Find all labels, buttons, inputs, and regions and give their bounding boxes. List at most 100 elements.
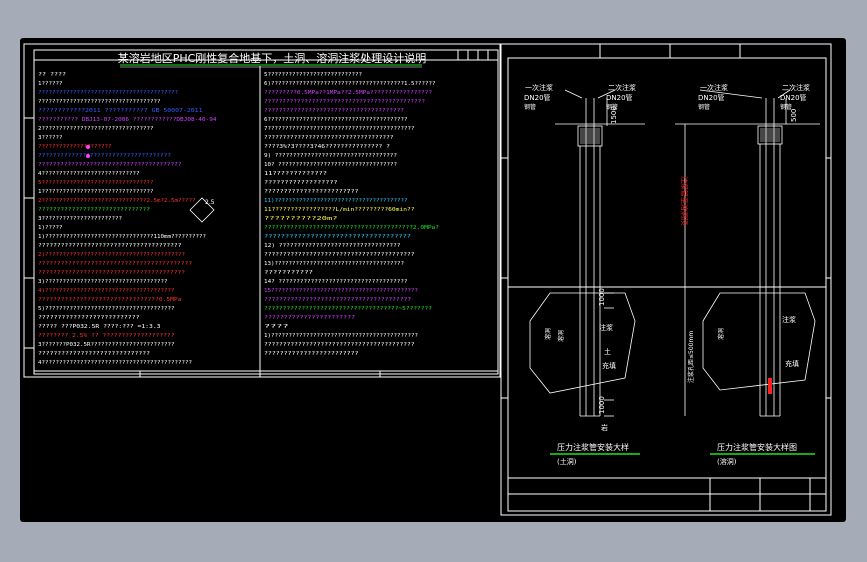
left-sheet (23, 43, 501, 378)
note-line: 2???????????????????????????????? (38, 126, 154, 132)
note-line: ????????????????????????????????????~5??… (264, 306, 432, 312)
note-line: 9) ?????????????????????????????????? (264, 153, 397, 159)
label-pipe1-spec-left: DN20管 (524, 93, 551, 102)
note-line: ??????????????????????????????????? (38, 99, 161, 105)
label-pipe1-sub-left: 钢管 (524, 103, 536, 111)
note-line: 4)????????????????????????????????????? (38, 288, 175, 294)
note-line: 2)??????????????????????????????????????… (38, 252, 185, 258)
label-pipe1-left: 一次注浆 (525, 83, 553, 92)
note-line: ???????????????????????????????????????? (264, 252, 415, 258)
label-grout-left: 注浆 (599, 323, 613, 332)
label-pipe1-spec-right: DN20管 (698, 93, 725, 102)
note-line: 3??????????????????????? (38, 216, 122, 222)
note-line: 3?????? (38, 135, 63, 141)
label-fill-left: 充填 (602, 361, 616, 370)
note-line: ????????????????????? (38, 144, 112, 150)
note-line: ??????????????????????????????????? (264, 234, 411, 240)
dim-top-right: 500 (790, 109, 798, 122)
note-line: 15??????????????????????????????????????… (264, 288, 418, 294)
note-line: ???? (264, 324, 289, 330)
note-line: 5??????????????????????????? (264, 72, 362, 78)
detail-title-left: 压力注浆管安装大样 (557, 442, 629, 452)
note-line: ????? ???P032.5R ????:??? =1:3.3 (38, 324, 161, 330)
note-line: ????????????????????????????????????????… (264, 225, 439, 231)
note-line: ????????????????????????????????????????… (264, 99, 425, 105)
label-pipe2-spec-left: DN20管 (606, 93, 633, 102)
note-line: ??????????? (264, 270, 313, 276)
label-rock-left: 岩 (601, 423, 608, 432)
note-line: 11?????????????????L/min?????????60min?? (264, 207, 415, 213)
note-line: 1)??????????????????????????????????????… (264, 333, 418, 339)
cad-viewport[interactable]: 某溶岩地区PHC刚性复合地基下，土洞、溶洞注浆处理设计说明 ?? ????1??… (20, 38, 846, 522)
note-line: 12) ????????????????????????????????? (264, 243, 401, 249)
note-line: ???????????????????????????????????????? (264, 342, 415, 348)
label-pipe2-sub-right: 钢管 (780, 103, 792, 111)
label-pipe2-sub-left: 钢管 (606, 103, 618, 111)
design-notes-left: ?? ???? 1????????????????????????????????… (38, 72, 217, 366)
label-soil-left: 土 (604, 347, 611, 356)
note-line: ??????????????????????????????????????? (38, 270, 185, 276)
note-line: 3???????P032.5R???????????????????????? (38, 342, 175, 348)
note-line: ????????????????????????????????0.5MPa (38, 297, 182, 303)
pile-detail-soil-cave (529, 89, 645, 417)
label-cave2-left: 溶洞 (557, 330, 565, 342)
pile-cap-hatch-left (580, 128, 600, 144)
dim-side-right: 注浆孔距≤500mm (687, 331, 695, 383)
note-line: 1)???????????????????????????????110mm??… (38, 234, 206, 240)
note-line: 10? ?????????????????????????????????? (264, 162, 397, 168)
note-line: ?????????0.5MPa??1MPa??2.5MPa???????????… (264, 90, 432, 96)
red-marker-right (768, 378, 772, 394)
note-line: ????3%?3????3?46??????????????? ? (264, 144, 390, 150)
note-line: 6)??????????????????????????????????????… (264, 81, 436, 87)
dim-top-left: 1500 (610, 106, 618, 124)
note-line: 5???????????????????????????????? (38, 180, 154, 186)
note-line: ???????????????????????????????????????? (38, 90, 178, 96)
note-line: 1???????????????????????????????? (38, 189, 154, 195)
detail-subtitle-right: (溶洞) (717, 457, 737, 466)
label-fill-right: 充填 (785, 359, 799, 368)
cad-drawing-canvas[interactable]: 某溶岩地区PHC刚性复合地基下，土洞、溶洞注浆处理设计说明 ?? ????1??… (20, 38, 846, 522)
label-pipe2-left: 二次注浆 (608, 83, 636, 92)
note-line: ????????????????????????????? (38, 351, 150, 357)
note-line: ??????????20m? (264, 216, 338, 222)
note-line: ?????????????????????????????? (38, 207, 150, 213)
note-line: ????????????2011 ??????????? GB 50007-20… (38, 108, 203, 114)
note-line: 4???????????????????????????????????????… (38, 360, 192, 366)
note-line: ???????????????????????????????????? (38, 153, 171, 159)
label-pipe2-right: 二次注浆 (782, 83, 810, 92)
note-line: ??????????????????????????????????????? (38, 162, 182, 168)
note-line: 11)?????????????????????????????????????… (264, 198, 408, 204)
dim-bot-left: 1000 (598, 396, 606, 414)
note-line: ??????????? DBJ13-07-2006 ????????????DB… (38, 117, 217, 123)
pile-detail-karst-cave (675, 89, 820, 417)
label-pipe2-spec-right: DN20管 (780, 93, 807, 102)
detail-subtitle-left: (土洞) (557, 457, 577, 466)
note-line: ???????????????????????? (264, 351, 359, 357)
note-line: ???????? 2.5% ?? ??????????????????? (38, 333, 175, 339)
label-pipe1-right: 一次注浆 (700, 83, 728, 92)
note-line: ?? ???? (38, 72, 66, 78)
label-grout-right: 注浆 (782, 315, 796, 324)
dim-mid-left: 1000 (598, 288, 606, 306)
bullet-dot-1 (86, 145, 90, 149)
svg-text:2.5: 2.5 (205, 199, 215, 206)
pile-cap-hatch-right (760, 128, 780, 142)
bullet-dot-2 (86, 154, 90, 158)
right-sheet (500, 43, 832, 516)
note-line: ?????????????????????7?? (264, 189, 359, 195)
note-line: 2??????????????????????????????2.5m?2.5m… (38, 198, 196, 204)
diamond-detail: 2.5 (189, 197, 215, 223)
design-notes-right: 5??????????????????????????? 6)??????????… (264, 72, 439, 357)
label-cave-left: 溶洞 (544, 328, 552, 340)
note-line: ??????????????????????? (264, 315, 355, 321)
note-line: 5)????????????????????????????????????? (38, 306, 175, 312)
note-line: 11????????????? (264, 171, 327, 177)
note-line: 6???????????????????????????????????????… (264, 117, 408, 123)
label-cave-right: 溶洞 (717, 328, 725, 340)
note-line: 4???????????????????????????? (38, 171, 140, 177)
note-line: ?????????????????????????????????????? (38, 243, 182, 249)
note-line: 1)????? (38, 225, 63, 231)
detail-title-right: 压力注浆管安装大样图 (717, 442, 797, 452)
label-pipe1-sub-right: 钢管 (698, 103, 710, 111)
note-line: 14? ???????????????????????????????????? (264, 279, 408, 285)
